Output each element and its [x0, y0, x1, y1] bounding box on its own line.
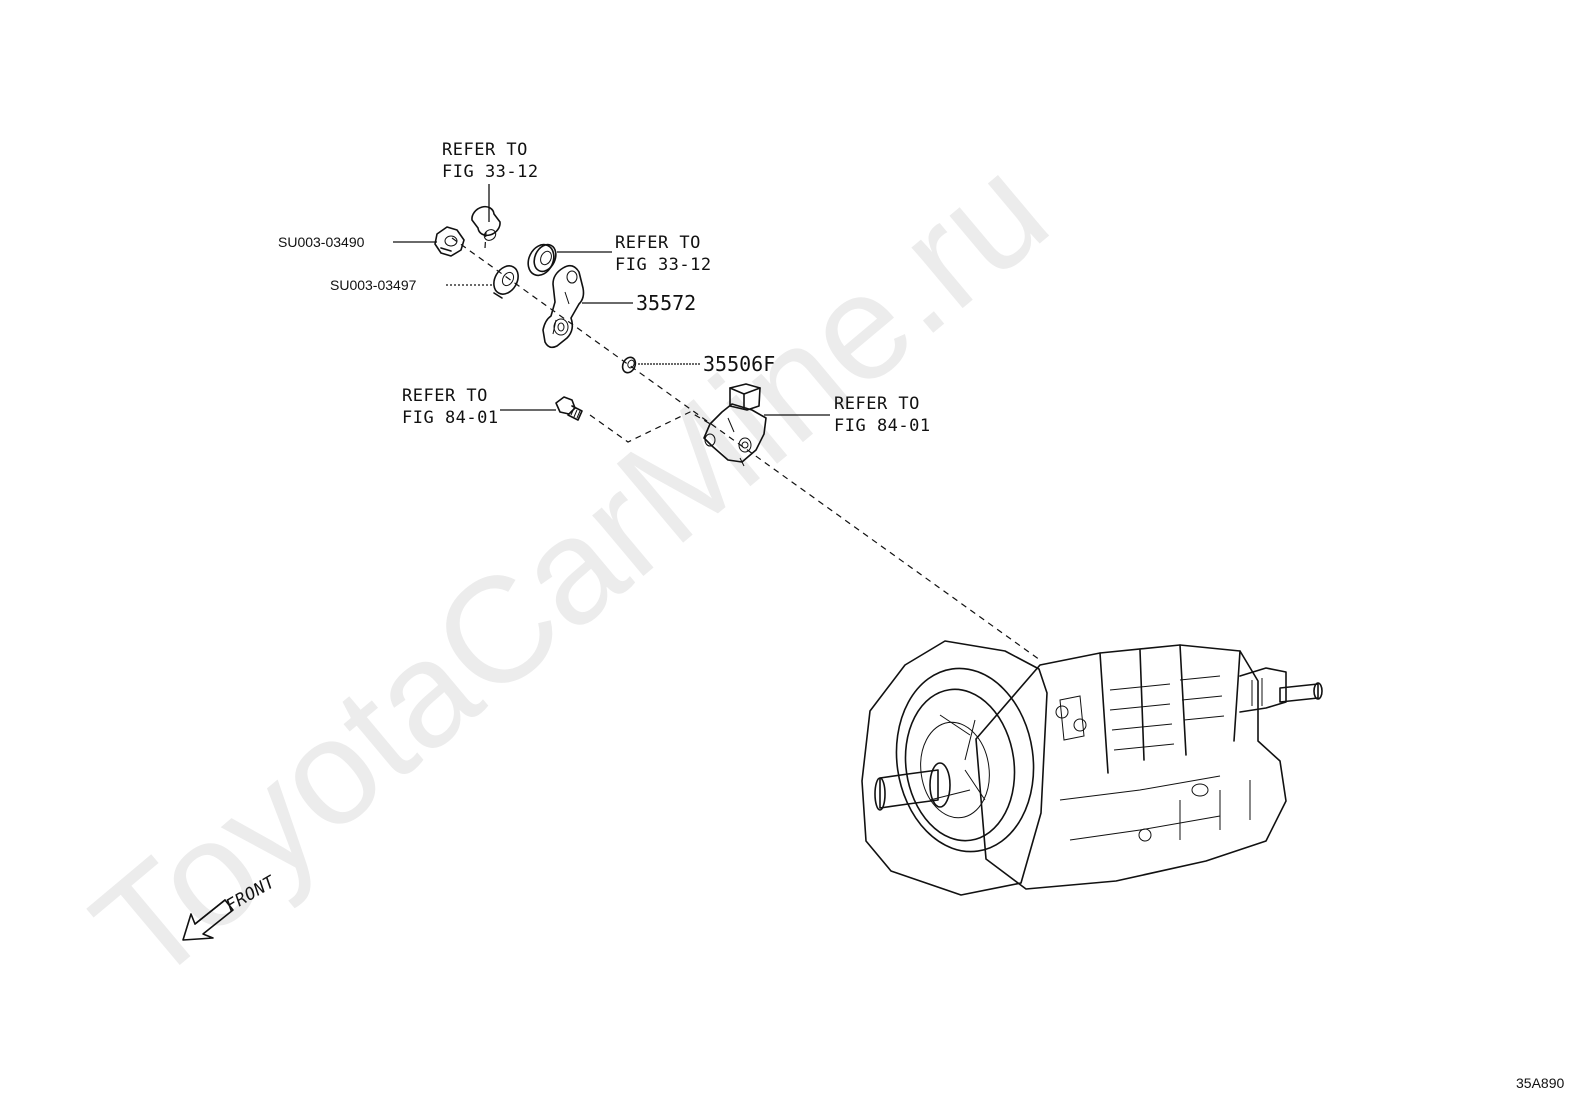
bushing-small-part — [471, 205, 501, 241]
callout-refer-switch[interactable]: REFER TO FIG 84-01 — [764, 394, 931, 436]
callout-lever[interactable]: 35572 — [582, 291, 696, 315]
svg-text:FIG 33-12: FIG 33-12 — [442, 162, 539, 182]
front-arrow-icon — [182, 899, 234, 941]
callout-refer-mid[interactable]: REFER TO FIG 33-12 — [557, 233, 712, 275]
diagram-code: 35A890 — [1516, 1075, 1564, 1091]
callout-refer-bolt[interactable]: REFER TO FIG 84-01 — [402, 386, 556, 428]
svg-text:REFER TO: REFER TO — [402, 386, 488, 406]
bushing-large-part — [527, 243, 557, 277]
callout-seal[interactable]: 35506F — [638, 352, 775, 376]
svg-text:35506F: 35506F — [703, 352, 775, 376]
svg-text:35572: 35572 — [636, 291, 696, 315]
transmission-assembly — [861, 640, 1323, 896]
svg-text:REFER TO: REFER TO — [442, 140, 528, 160]
switch-part — [703, 383, 767, 467]
washer-part — [493, 265, 519, 299]
svg-text:FIG 84-01: FIG 84-01 — [402, 408, 499, 428]
svg-text:FIG 84-01: FIG 84-01 — [834, 416, 931, 436]
nut-part — [434, 226, 465, 257]
watermark: ToyotaCarMine.ru — [63, 125, 1078, 1015]
bolt-part — [555, 396, 583, 421]
bolt-assembly-line — [589, 411, 713, 443]
callout-refer-top[interactable]: REFER TO FIG 33-12 — [442, 140, 539, 222]
seal-part — [621, 356, 637, 374]
svg-text:FIG 33-12: FIG 33-12 — [615, 255, 712, 275]
callout-washer[interactable]: SU003-03497 — [330, 277, 492, 293]
svg-text:REFER TO: REFER TO — [615, 233, 701, 253]
svg-text:REFER TO: REFER TO — [834, 394, 920, 414]
lever-part — [542, 264, 585, 349]
svg-text:SU003-03497: SU003-03497 — [330, 277, 417, 293]
callout-nut[interactable]: SU003-03490 — [278, 234, 437, 250]
svg-text:SU003-03490: SU003-03490 — [278, 234, 365, 250]
